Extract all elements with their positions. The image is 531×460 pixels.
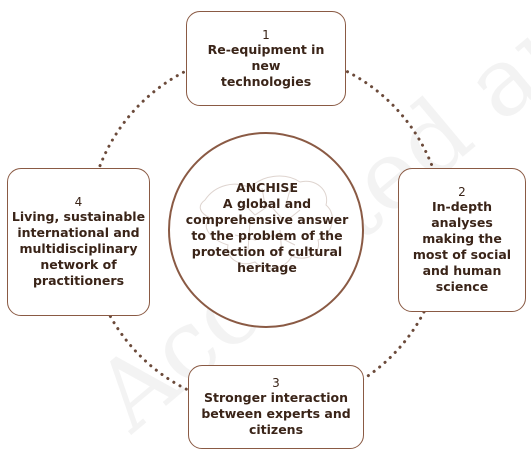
europe-map-outline xyxy=(199,175,333,269)
item-number: 2 xyxy=(458,185,466,199)
item-label: Stronger interaction between experts and… xyxy=(201,390,351,437)
item-box-1: 1 Re-equipment in new technologies xyxy=(186,11,346,106)
item-box-3: 3 Stronger interaction between experts a… xyxy=(188,365,364,449)
center-title: ANCHISE xyxy=(236,180,298,195)
item-number: 1 xyxy=(262,27,270,42)
item-box-4: 4 Living, sustainable international and … xyxy=(7,168,150,316)
center-description: A global and comprehensive answer to the… xyxy=(185,196,349,275)
item-label: In-depth analyses making the most of soc… xyxy=(412,199,512,294)
center-circle xyxy=(168,132,364,328)
item-label: Living, sustainable international and mu… xyxy=(11,209,146,288)
item-box-2: 2 In-depth analyses making the most of s… xyxy=(398,168,526,312)
item-label: Re-equipment in new technologies xyxy=(207,41,325,89)
center-text: ANCHISE A global and comprehensive answe… xyxy=(178,178,356,278)
item-number: 4 xyxy=(74,195,83,209)
item-number: 3 xyxy=(272,376,280,390)
